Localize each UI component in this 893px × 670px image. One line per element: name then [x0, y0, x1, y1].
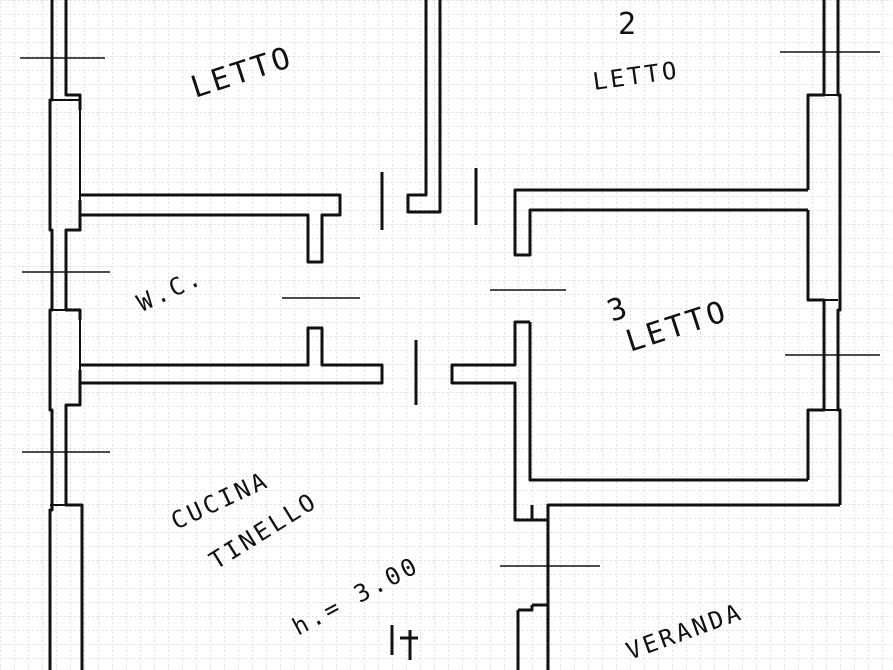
right-exterior-wall [836, 0, 842, 505]
partition-wall-right-top [513, 188, 808, 257]
left-exterior-wall [48, 0, 54, 670]
construction-lines [20, 51, 880, 567]
partition-wall-wc-bottom [80, 326, 384, 385]
partition-wall-wc-top [80, 193, 342, 264]
veranda-wall [516, 505, 550, 670]
corridor-wall-top [406, 0, 442, 214]
room-number-2: 2 [618, 7, 639, 42]
stair-marker [390, 625, 418, 660]
walls [48, 0, 842, 670]
